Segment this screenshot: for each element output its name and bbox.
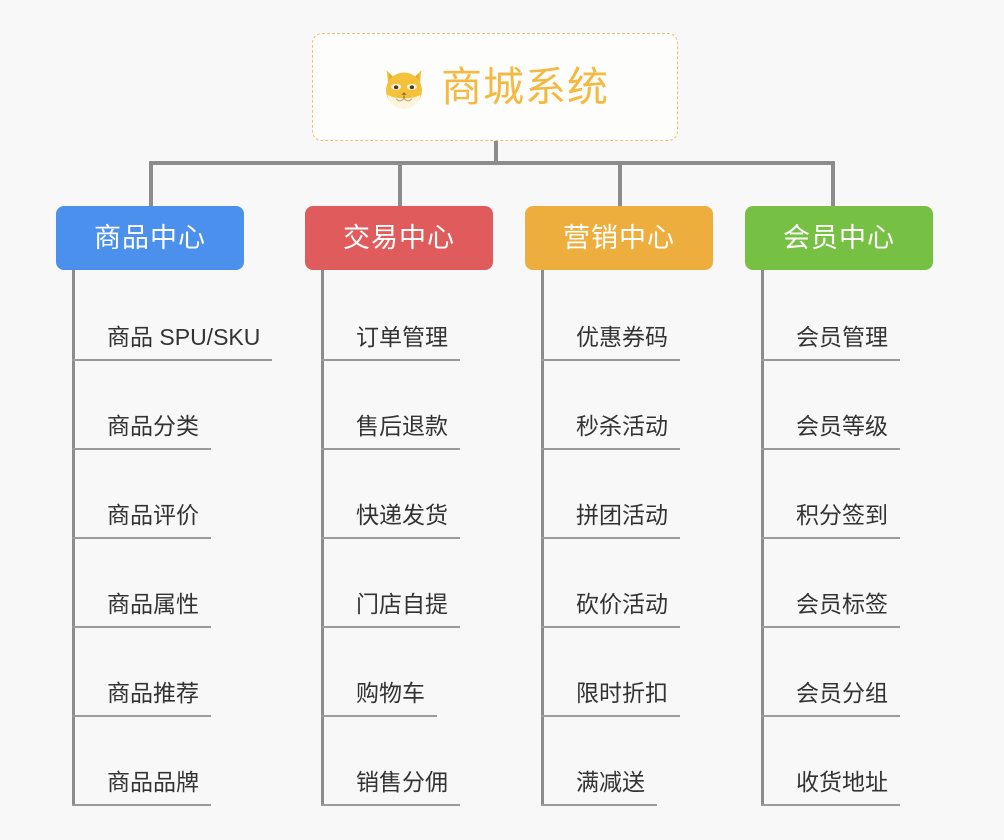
leaf-item[interactable]: 会员等级 [761, 361, 933, 450]
leaf-list-3: 优惠券码 秒杀活动 拼团活动 砍价活动 限时折扣 满减送 [541, 270, 713, 806]
leaf-label: 商品品牌 [72, 771, 211, 806]
leaf-label: 门店自提 [321, 593, 460, 628]
branch-column-1: 商品中心 商品 SPU/SKU 商品分类 商品评价 商品属性 商品推荐 商品品牌 [56, 206, 273, 806]
leaf-item[interactable]: 商品评价 [72, 450, 272, 539]
leaf-label: 商品推荐 [72, 682, 211, 717]
connector-drop-4 [831, 161, 835, 206]
leaf-item[interactable]: 会员管理 [761, 272, 933, 361]
category-label: 会员中心 [783, 222, 895, 253]
category-label: 营销中心 [563, 222, 675, 253]
leaf-label: 商品属性 [72, 593, 211, 628]
leaf-label: 积分签到 [761, 504, 900, 539]
leaf-label: 会员管理 [761, 326, 900, 361]
leaf-item[interactable]: 收货地址 [761, 717, 933, 806]
leaf-item[interactable]: 门店自提 [321, 539, 493, 628]
leaf-item[interactable]: 会员标签 [761, 539, 933, 628]
leaf-item[interactable]: 满减送 [541, 717, 713, 806]
leaf-item[interactable]: 销售分佣 [321, 717, 493, 806]
category-header-2[interactable]: 交易中心 [305, 206, 493, 270]
leaf-item[interactable]: 积分签到 [761, 450, 933, 539]
leaf-label: 会员等级 [761, 415, 900, 450]
leaf-item[interactable]: 订单管理 [321, 272, 493, 361]
leaf-label: 拼团活动 [541, 504, 680, 539]
leaf-list-2: 订单管理 售后退款 快递发货 门店自提 购物车 销售分佣 [321, 270, 493, 806]
leaf-list-1: 商品 SPU/SKU 商品分类 商品评价 商品属性 商品推荐 商品品牌 [72, 270, 273, 806]
leaf-label: 商品分类 [72, 415, 211, 450]
leaf-label: 商品 SPU/SKU [72, 326, 273, 361]
leaf-item[interactable]: 商品推荐 [72, 628, 272, 717]
leaf-label: 购物车 [321, 682, 437, 717]
shiba-dog-face-icon [386, 70, 422, 109]
leaf-label: 订单管理 [321, 326, 460, 361]
leaf-item[interactable]: 售后退款 [321, 361, 493, 450]
leaf-item[interactable]: 购物车 [321, 628, 493, 717]
leaf-item[interactable]: 商品品牌 [72, 717, 272, 806]
root-node[interactable]: 商城系统 [312, 33, 678, 141]
category-header-1[interactable]: 商品中心 [56, 206, 244, 270]
leaf-label: 快递发货 [321, 504, 460, 539]
connector-horizontal-bus [149, 161, 835, 165]
leaf-label: 砍价活动 [541, 593, 680, 628]
leaf-label: 限时折扣 [541, 682, 680, 717]
category-header-4[interactable]: 会员中心 [745, 206, 933, 270]
leaf-item[interactable]: 商品属性 [72, 539, 272, 628]
leaf-item[interactable]: 砍价活动 [541, 539, 713, 628]
category-label: 交易中心 [343, 222, 455, 253]
leaf-item[interactable]: 快递发货 [321, 450, 493, 539]
connector-drop-2 [398, 161, 402, 206]
leaf-item[interactable]: 秒杀活动 [541, 361, 713, 450]
leaf-label: 商品评价 [72, 504, 211, 539]
leaf-label: 销售分佣 [321, 771, 460, 806]
leaf-item[interactable]: 限时折扣 [541, 628, 713, 717]
leaf-item[interactable]: 优惠券码 [541, 272, 713, 361]
leaf-item[interactable]: 商品 SPU/SKU [72, 272, 273, 361]
branch-column-3: 营销中心 优惠券码 秒杀活动 拼团活动 砍价活动 限时折扣 满减送 [525, 206, 713, 806]
leaf-label: 优惠券码 [541, 326, 680, 361]
category-header-3[interactable]: 营销中心 [525, 206, 713, 270]
leaf-label: 秒杀活动 [541, 415, 680, 450]
leaf-item[interactable]: 拼团活动 [541, 450, 713, 539]
leaf-label: 收货地址 [761, 771, 900, 806]
leaf-item[interactable]: 商品分类 [72, 361, 272, 450]
branch-column-2: 交易中心 订单管理 售后退款 快递发货 门店自提 购物车 销售分佣 [305, 206, 493, 806]
connector-root-stem [494, 141, 498, 163]
leaf-label: 满减送 [541, 771, 657, 806]
connector-drop-3 [618, 161, 622, 206]
leaf-list-4: 会员管理 会员等级 积分签到 会员标签 会员分组 收货地址 [761, 270, 933, 806]
leaf-label: 会员标签 [761, 593, 900, 628]
leaf-label: 会员分组 [761, 682, 900, 717]
leaf-item[interactable]: 会员分组 [761, 628, 933, 717]
root-title: 商城系统 [441, 63, 609, 110]
leaf-label: 售后退款 [321, 415, 460, 450]
branch-column-4: 会员中心 会员管理 会员等级 积分签到 会员标签 会员分组 收货地址 [745, 206, 933, 806]
category-label: 商品中心 [94, 222, 206, 253]
connector-drop-1 [149, 161, 153, 206]
